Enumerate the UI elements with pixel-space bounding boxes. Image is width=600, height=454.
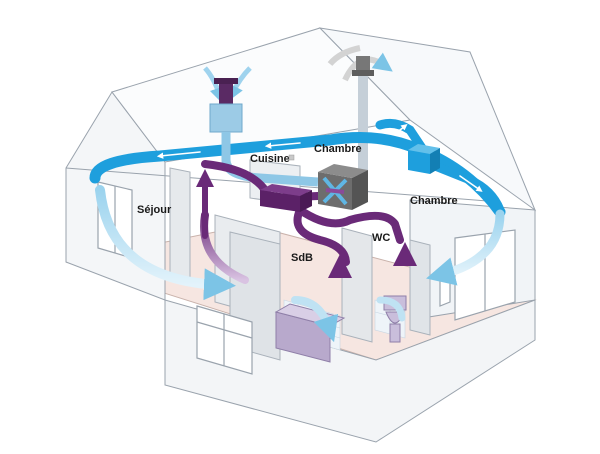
fresh-air-flows: [95, 185, 505, 343]
distribution-box-icon: [260, 184, 312, 212]
label-bedroom-right: Chambre: [410, 195, 458, 207]
exhaust-outlet-icon: [327, 45, 393, 176]
partition-4: [341, 227, 373, 343]
fresh-air-ducts: [89, 118, 506, 218]
fresh-air-intake-icon: [203, 66, 252, 133]
label-toilet: WC: [372, 232, 390, 244]
kitchen-hood-icon: [288, 154, 295, 161]
label-living: Séjour: [137, 204, 172, 216]
heat-recovery-unit-icon: [318, 164, 368, 210]
fresh-air-box-icon: [408, 144, 440, 174]
windows: [97, 181, 516, 375]
label-bathroom: SdB: [291, 252, 313, 264]
label-kitchen: Cuisine: [250, 153, 290, 165]
partition-1: [169, 167, 191, 281]
extract-flows: [196, 169, 417, 304]
label-bedroom-center: Chambre: [314, 143, 362, 155]
window-front: [196, 305, 253, 375]
partition-5: [409, 239, 431, 336]
